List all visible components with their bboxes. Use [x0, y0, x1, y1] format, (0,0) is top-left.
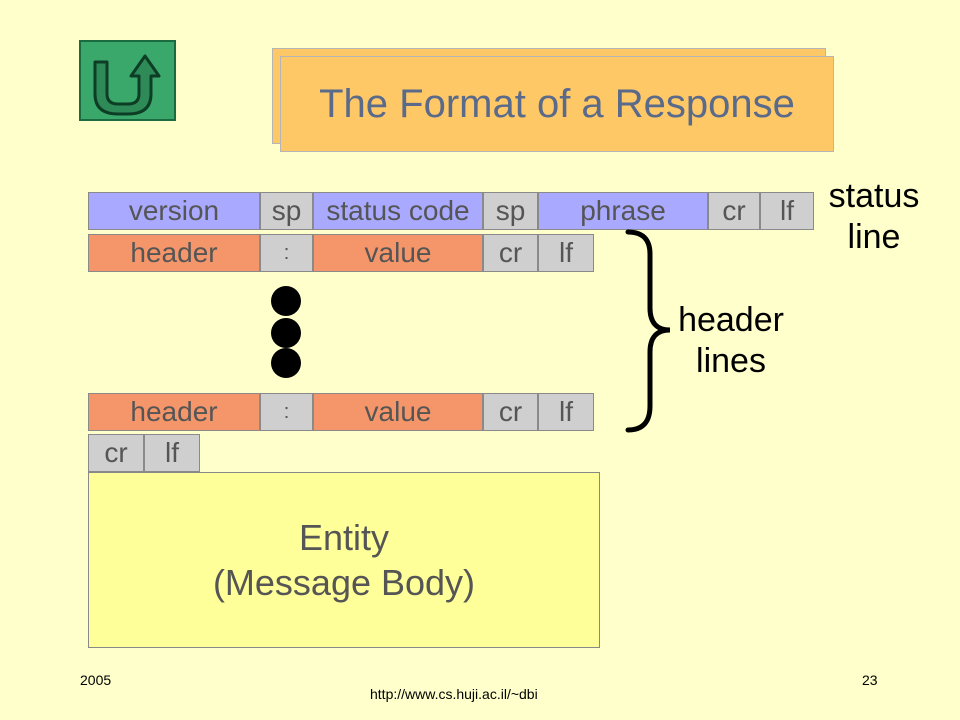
- header-cell-colon: :: [260, 393, 313, 431]
- status-cell-cr: cr: [708, 192, 760, 230]
- blank-cell-lf: lf: [144, 434, 200, 472]
- page-title: The Format of a Response: [280, 56, 834, 152]
- header-cell-lf: lf: [538, 393, 594, 431]
- ellipsis-dot: [271, 348, 301, 378]
- u-turn-arrow-icon: [93, 54, 161, 116]
- status-cell-lf: lf: [760, 192, 814, 230]
- blank-cell-cr: cr: [88, 434, 144, 472]
- page-title-text: The Format of a Response: [319, 81, 795, 126]
- home-button[interactable]: [79, 40, 176, 121]
- header-cell-value: value: [313, 234, 483, 272]
- footer-url: http://www.cs.huji.ac.il/~dbi: [370, 686, 538, 702]
- header-cell-name: header: [88, 393, 260, 431]
- status-cell-phrase: phrase: [538, 192, 708, 230]
- ellipsis-dot: [271, 318, 301, 348]
- header-cell-cr: cr: [483, 393, 538, 431]
- status-cell-sp: sp: [260, 192, 313, 230]
- status-cell-status-code: status code: [313, 192, 483, 230]
- status-line-label: status line: [818, 176, 930, 258]
- header-cell-colon: :: [260, 234, 313, 272]
- entity-subtitle: (Message Body): [212, 562, 476, 603]
- footer-page-number: 23: [862, 672, 878, 688]
- status-cell-sp: sp: [483, 192, 538, 230]
- header-cell-cr: cr: [483, 234, 538, 272]
- status-line-label-line2: line: [847, 217, 901, 256]
- status-line-label-line1: status: [828, 177, 920, 215]
- header-lines-brace: [625, 229, 671, 433]
- header-lines-label: header lines: [658, 300, 804, 382]
- header-cell-value: value: [313, 393, 483, 431]
- header-cell-lf: lf: [538, 234, 594, 272]
- header-lines-label-line1: header: [678, 301, 784, 339]
- entity-title: Entity: [298, 517, 390, 558]
- entity-box: Entity (Message Body): [88, 472, 600, 648]
- header-lines-label-line2: lines: [696, 341, 766, 380]
- ellipsis-dot: [271, 286, 301, 316]
- status-cell-version: version: [88, 192, 260, 230]
- header-cell-name: header: [88, 234, 260, 272]
- footer-year: 2005: [80, 672, 112, 688]
